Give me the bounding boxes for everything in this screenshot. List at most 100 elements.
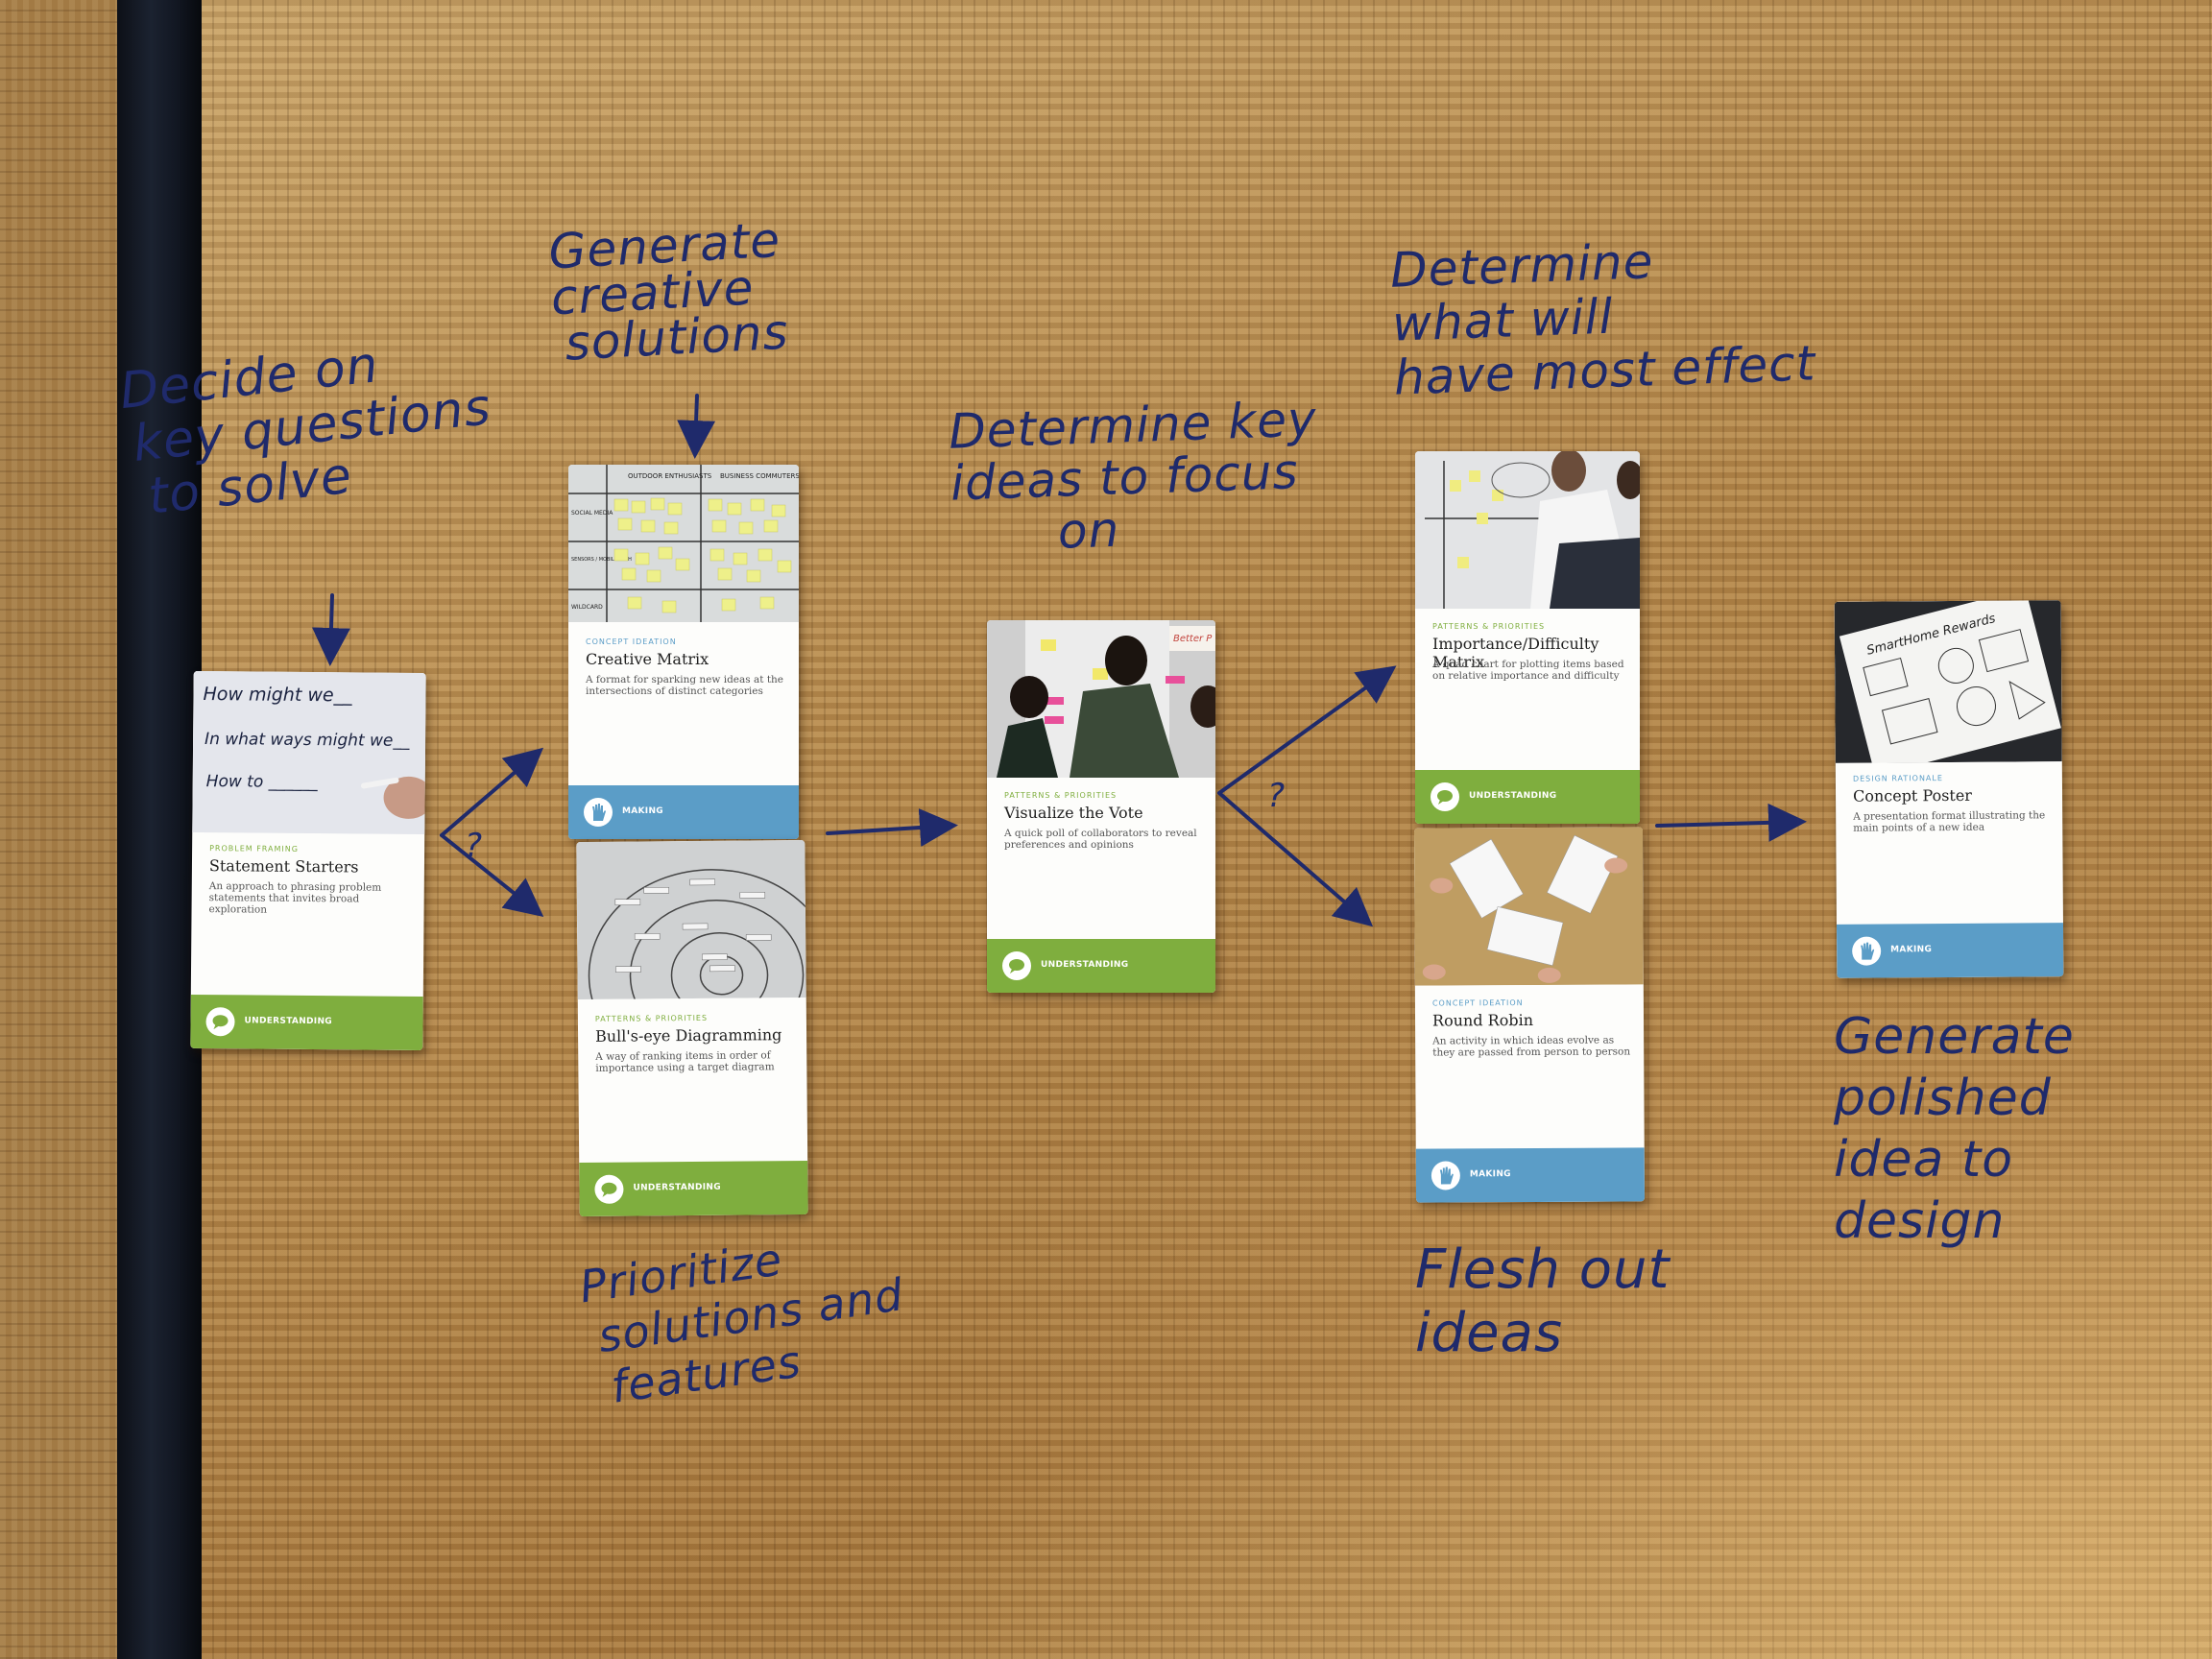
annotation-line: ideas bbox=[1415, 1302, 1564, 1364]
card-photo: OUTDOOR ENTHUSIASTS BUSINESS COMMUTERS S… bbox=[568, 465, 799, 622]
category-band: UNDERSTANDING bbox=[1415, 770, 1640, 824]
card-description: A quick poll of collaborators to reveal … bbox=[1004, 828, 1197, 851]
hand-icon bbox=[1852, 936, 1882, 966]
card-photo bbox=[1413, 827, 1644, 986]
vote-photo: Better P bbox=[987, 620, 1215, 778]
concept-poster-photo: SmartHome Rewards bbox=[1834, 600, 2062, 763]
arrow-to-vote bbox=[826, 808, 958, 847]
card-photo: Better P bbox=[987, 620, 1215, 778]
photo-line-2: In what ways might we__ bbox=[204, 730, 410, 751]
speech-bubble-icon bbox=[205, 1007, 235, 1037]
card-description: An activity in which ideas evolve as the… bbox=[1432, 1034, 1631, 1059]
annotation-line: Generate bbox=[1834, 1008, 2075, 1066]
card-bullseye-diagramming[interactable]: PATTERNS & PRIORITIES Bull's-eye Diagram… bbox=[576, 839, 808, 1217]
annotation-line: Flesh out bbox=[1415, 1238, 1671, 1301]
photo-sign: Better P bbox=[1173, 634, 1213, 644]
card-category: PATTERNS & PRIORITIES bbox=[594, 1013, 709, 1023]
card-category: PATTERNS & PRIORITIES bbox=[1432, 622, 1546, 631]
annotation-decide-key-questions: Decide on key questions to solve bbox=[117, 326, 499, 525]
card-description: An approach to phrasing problem statemen… bbox=[208, 880, 382, 916]
matrix-label-wildcard: WILDCARD bbox=[571, 604, 603, 611]
card-title: Bull's-eye Diagramming bbox=[594, 1025, 782, 1046]
bullseye-photo bbox=[576, 839, 806, 1000]
card-photo: How might we__ In what ways might we__ H… bbox=[192, 670, 426, 835]
whiteboard-photo: How might we__ In what ways might we__ H… bbox=[192, 670, 426, 835]
band-label: UNDERSTANDING bbox=[633, 1182, 721, 1193]
matrix-label-outdoor: OUTDOOR ENTHUSIASTS bbox=[628, 472, 712, 480]
category-band: MAKING bbox=[1836, 923, 2064, 978]
photo-line-3: How to ______ bbox=[206, 772, 319, 792]
importance-photo bbox=[1415, 451, 1640, 609]
speech-bubble-icon bbox=[594, 1174, 624, 1204]
band-label: UNDERSTANDING bbox=[1041, 960, 1129, 970]
round-robin-photo bbox=[1413, 827, 1644, 986]
card-creative-matrix[interactable]: OUTDOOR ENTHUSIASTS BUSINESS COMMUTERS S… bbox=[568, 465, 799, 839]
card-category: CONCEPT IDEATION bbox=[586, 637, 677, 646]
band-label: MAKING bbox=[622, 806, 663, 816]
annotation-determine-key-ideas: Determine key ideas to focus on bbox=[948, 391, 1321, 561]
card-title: Importance/Difficulty Matrix bbox=[1432, 635, 1599, 671]
annotation-prioritize: Prioritize solutions and features bbox=[576, 1217, 914, 1416]
category-band: MAKING bbox=[568, 785, 799, 839]
matrix-photo: OUTDOOR ENTHUSIASTS BUSINESS COMMUTERS S… bbox=[568, 465, 799, 622]
speech-bubble-icon bbox=[1431, 782, 1459, 811]
annotation-line: on bbox=[1056, 501, 1121, 560]
annotation-line: design bbox=[1834, 1192, 2006, 1250]
card-title: Round Robin bbox=[1431, 1010, 1534, 1030]
category-band: UNDERSTANDING bbox=[190, 994, 423, 1051]
arrow-down-to-matrix bbox=[677, 394, 716, 459]
category-band: MAKING bbox=[1415, 1147, 1646, 1203]
question-mark-2: ? bbox=[1267, 777, 1285, 815]
card-photo bbox=[576, 839, 806, 1000]
annotation-line: idea to bbox=[1834, 1131, 2014, 1189]
band-label: MAKING bbox=[1890, 945, 1933, 955]
card-description: A format for sparking new ideas at the i… bbox=[586, 674, 784, 697]
annotation-line: ideas to focus bbox=[950, 444, 1300, 512]
card-description: A presentation format illustrating the m… bbox=[1853, 809, 2046, 834]
photo-line-1: How might we__ bbox=[203, 684, 352, 706]
card-title: Concept Poster bbox=[1852, 785, 1972, 805]
card-description: A way of ranking items in order of impor… bbox=[595, 1049, 775, 1074]
card-visualize-the-vote[interactable]: Better P PATTERNS & PRIORITIES Visualize… bbox=[987, 620, 1215, 993]
annotation-flesh-out: Flesh out ideas bbox=[1415, 1238, 1670, 1365]
question-mark-1: ? bbox=[465, 827, 482, 865]
hand-icon bbox=[1431, 1161, 1460, 1190]
band-label: MAKING bbox=[1469, 1169, 1511, 1180]
card-concept-poster[interactable]: SmartHome Rewards DESIGN RATIONALE Conce… bbox=[1834, 600, 2064, 978]
arrow-branch-down-2 bbox=[1217, 791, 1374, 927]
hand-icon bbox=[584, 798, 613, 827]
category-band: UNDERSTANDING bbox=[579, 1160, 808, 1217]
arrow-to-poster bbox=[1655, 803, 1807, 842]
card-category: PATTERNS & PRIORITIES bbox=[1004, 791, 1118, 800]
band-label: UNDERSTANDING bbox=[244, 1016, 333, 1027]
card-category: CONCEPT IDEATION bbox=[1431, 998, 1524, 1008]
matrix-label-sensors: SENSORS / MOBILE TECH bbox=[571, 557, 632, 563]
annotation-polished-idea: Generate polished idea to design bbox=[1834, 1006, 2075, 1252]
card-category: PROBLEM FRAMING bbox=[209, 844, 300, 854]
annotation-line: solutions bbox=[564, 303, 790, 372]
matrix-label-business: BUSINESS COMMUTERS bbox=[720, 472, 799, 480]
card-title: Statement Starters bbox=[208, 856, 359, 877]
card-round-robin[interactable]: CONCEPT IDEATION Round Robin An activity… bbox=[1413, 827, 1646, 1203]
tatami-border bbox=[117, 0, 202, 1659]
card-title: Creative Matrix bbox=[586, 650, 709, 668]
annotation-generate-creative: Generate creative solutions bbox=[547, 212, 790, 372]
card-statement-starters[interactable]: How might we__ In what ways might we__ H… bbox=[190, 670, 426, 1051]
annotation-most-effect: Determine what will have most effect bbox=[1389, 228, 1816, 405]
arrow-down-to-statement bbox=[311, 593, 350, 666]
band-label: UNDERSTANDING bbox=[1469, 791, 1557, 801]
card-photo bbox=[1415, 451, 1640, 609]
arrow-branch-down-1 bbox=[440, 833, 544, 917]
arrow-branch-up-2 bbox=[1217, 665, 1397, 795]
matrix-label-social: SOCIAL MEDIA bbox=[571, 510, 613, 517]
annotation-line: polished bbox=[1834, 1070, 2052, 1127]
card-title: Visualize the Vote bbox=[1004, 804, 1143, 822]
tatami-edge bbox=[0, 0, 117, 1659]
card-category: DESIGN RATIONALE bbox=[1852, 774, 1943, 783]
card-description: A quad chart for plotting items based on… bbox=[1432, 659, 1624, 682]
speech-bubble-icon bbox=[1002, 951, 1031, 980]
arrow-branch-up-1 bbox=[440, 747, 544, 837]
card-photo: SmartHome Rewards bbox=[1834, 600, 2062, 763]
category-band: UNDERSTANDING bbox=[987, 939, 1215, 993]
card-importance-difficulty-matrix[interactable]: PATTERNS & PRIORITIES Importance/Difficu… bbox=[1415, 451, 1640, 824]
